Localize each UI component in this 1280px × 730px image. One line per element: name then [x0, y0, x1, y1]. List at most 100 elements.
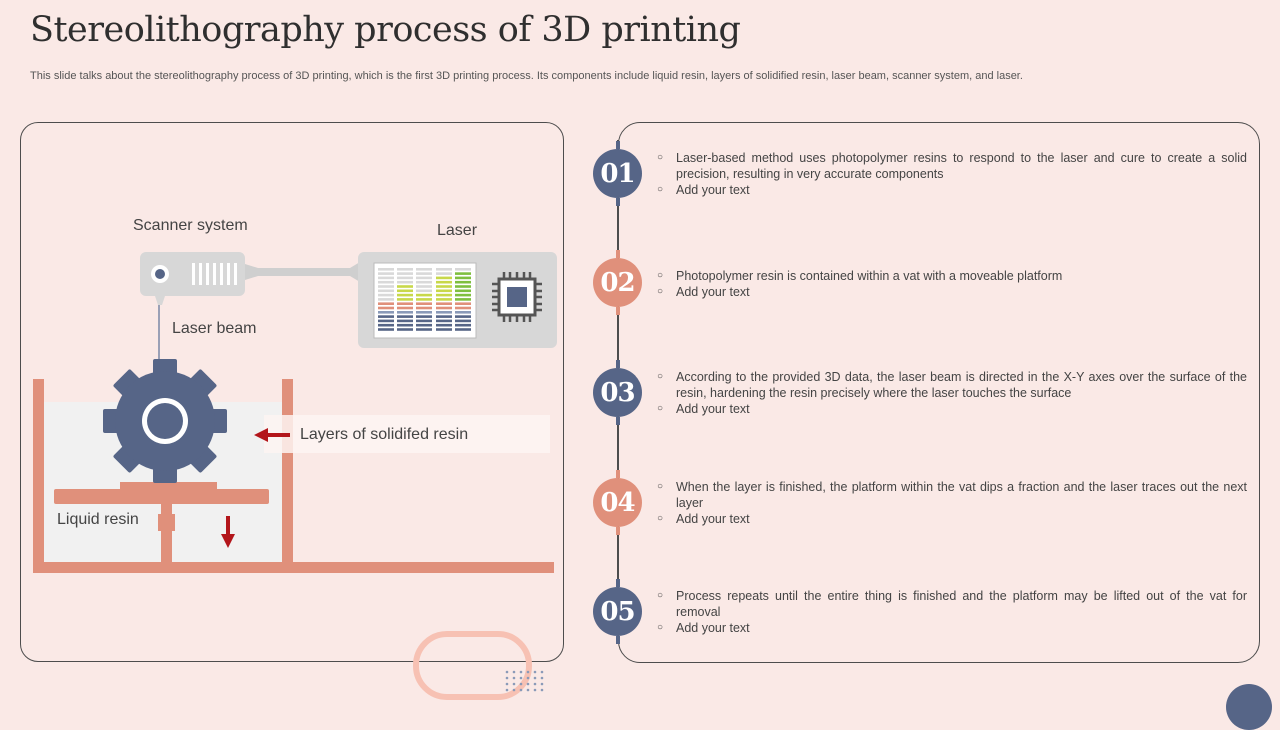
screen-bar-cell — [397, 319, 413, 323]
decorative-dot — [540, 676, 544, 680]
corner-decorative-circle — [1226, 684, 1272, 730]
screen-bar-cell — [397, 289, 413, 293]
screen-bar-cell — [416, 293, 432, 297]
step-tick — [616, 360, 620, 368]
bullet-item: ○ Laser-based method uses photopolymer re… — [657, 150, 1247, 182]
screen-bar-cell — [455, 272, 471, 275]
bullet-item: ○ Add your text — [657, 511, 1247, 527]
screen-bar-cell — [436, 323, 452, 327]
screen-bar-cell — [416, 298, 432, 301]
bullet-item: ○Add your text — [657, 182, 1247, 198]
decorative-dot — [505, 688, 509, 692]
step-tick — [616, 250, 620, 258]
screen-bar-cell — [378, 319, 394, 323]
step-text-5: ○Process repeats until the entire thing … — [657, 588, 1247, 636]
step-tick — [616, 307, 620, 315]
screen-bar-cell — [397, 285, 413, 288]
screen-bar-cell — [455, 285, 471, 288]
screen-bar-cell — [397, 306, 413, 310]
screen-bar-cell — [378, 306, 394, 310]
bullet-icon: ○ — [657, 403, 664, 414]
step-number-1: 01 — [593, 149, 642, 198]
decorative-dot — [519, 688, 523, 692]
decorative-dot — [519, 670, 523, 674]
step-tick — [616, 141, 620, 149]
step-tick — [616, 527, 620, 535]
bullet-icon: ○ — [657, 481, 664, 492]
screen-bar-cell — [416, 328, 432, 331]
screen-bar-cell — [397, 268, 413, 271]
decorative-rounded-rect — [413, 631, 532, 700]
screen-bar-cell — [378, 272, 394, 275]
bullet-icon: ○ — [657, 513, 664, 524]
screen-bar-cell — [397, 293, 413, 297]
screen-bar-cell — [436, 280, 452, 284]
bullet-icon: ○ — [657, 622, 664, 633]
decorative-dot — [519, 682, 523, 686]
bullet-icon: ○ — [657, 270, 664, 281]
decorative-dot — [505, 676, 509, 680]
screen-bar-cell — [436, 306, 452, 310]
bullet-item: ○ Add your text — [657, 401, 1247, 417]
decorative-dot — [533, 676, 537, 680]
step-tick — [616, 636, 620, 644]
bullet-text: Add your text — [676, 183, 750, 197]
laser-label: Laser — [437, 222, 478, 239]
screen-bar-cell — [436, 315, 452, 318]
laser-beam-label: Laser beam — [172, 320, 257, 337]
screen-bar-cell — [455, 323, 471, 327]
layers-label-box — [264, 415, 550, 453]
decorative-dot — [505, 682, 509, 686]
bullet-text: Add your text — [676, 402, 750, 416]
screen-bar-cell — [455, 306, 471, 310]
screen-bar-cell — [455, 276, 471, 280]
slide-subtitle: This slide talks about the stereolithogr… — [30, 70, 1023, 82]
screen-bar-cell — [455, 293, 471, 297]
decorative-dot — [519, 676, 523, 680]
decorative-dot — [512, 670, 516, 674]
screen-bar-cell — [416, 289, 432, 293]
screen-bar-cell — [416, 319, 432, 323]
decorative-dot — [526, 676, 530, 680]
step-text-2: ○ Photopolymer resin is contained within … — [657, 268, 1247, 300]
screen-bar-cell — [416, 285, 432, 288]
bullet-text: Photopolymer resin is contained within a… — [676, 269, 1063, 283]
liquid-resin-label: Liquid resin — [57, 511, 139, 528]
screen-bar-cell — [397, 276, 413, 280]
decorative-dot — [540, 682, 544, 686]
step-number-5: 05 — [593, 587, 642, 636]
decorative-dot — [512, 676, 516, 680]
decorative-dot — [512, 682, 516, 686]
screen-bar-cell — [378, 280, 394, 284]
screen-bar-cell — [397, 272, 413, 275]
screen-bar-cell — [397, 315, 413, 318]
bullet-item: ○When the layer is finished, the platfor… — [657, 479, 1247, 511]
screen-bar-cell — [436, 302, 452, 305]
screen-bar-cell — [416, 315, 432, 318]
screen-bar-cell — [455, 302, 471, 305]
screen-bar-cell — [455, 280, 471, 284]
step-tick — [616, 470, 620, 478]
screen-bar-cell — [416, 302, 432, 305]
screen-bar-cell — [378, 298, 394, 301]
decorative-dot — [533, 682, 537, 686]
bullet-text: Add your text — [676, 512, 750, 526]
step-text-1: ○ Laser-based method uses photopolymer re… — [657, 150, 1247, 198]
decorative-dot — [533, 688, 537, 692]
decorative-dot — [533, 670, 537, 674]
step-text-3: ○According to the provided 3D data, the … — [657, 369, 1247, 417]
scanner-system-label: Scanner system — [133, 217, 248, 234]
scanner-laser-connector — [245, 262, 360, 282]
decorative-dot — [505, 670, 509, 674]
bullet-icon: ○ — [657, 590, 664, 601]
step-tick — [616, 579, 620, 587]
screen-bar-cell — [378, 328, 394, 331]
bullet-icon: ○ — [657, 152, 664, 163]
bullet-text: Laser-based method uses photopolymer res… — [676, 151, 1247, 181]
screen-bar-cell — [436, 272, 452, 275]
screen-bar-cell — [378, 293, 394, 297]
decorative-dot — [512, 688, 516, 692]
gear-icon — [103, 359, 227, 483]
screen-bar-cell — [416, 280, 432, 284]
